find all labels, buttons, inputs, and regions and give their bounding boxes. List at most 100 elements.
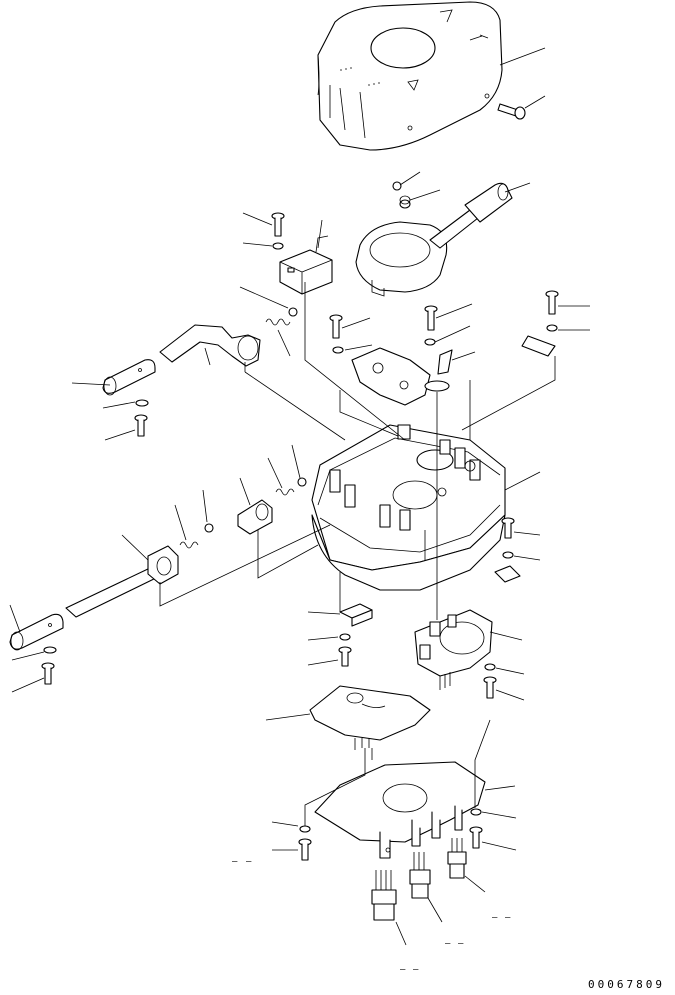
connector-3 xyxy=(447,838,467,879)
leader-line xyxy=(71,382,111,386)
lever-lower xyxy=(65,545,179,618)
spring-small-1 xyxy=(399,195,411,209)
plate-gasket xyxy=(351,347,431,406)
spring-4 xyxy=(179,541,199,549)
bolt-a xyxy=(271,212,285,237)
leader-line xyxy=(341,317,371,329)
leader-line xyxy=(271,821,299,827)
leader-line xyxy=(399,171,421,186)
dash-mark: – xyxy=(505,913,511,923)
washer-i xyxy=(339,633,351,641)
leader-line xyxy=(484,785,516,791)
leader-line xyxy=(239,477,251,506)
leader-line xyxy=(427,897,443,923)
bolt-b xyxy=(134,414,148,437)
dash-mark: – xyxy=(246,857,252,867)
leader-line xyxy=(504,182,531,193)
washer-l xyxy=(299,825,311,833)
leader-line xyxy=(481,841,517,851)
dash-mark: – xyxy=(445,939,451,949)
leader-line xyxy=(121,534,149,561)
leader-line xyxy=(409,189,441,201)
leader-line xyxy=(291,444,301,479)
leader-line xyxy=(239,286,289,309)
leader-line xyxy=(307,636,339,641)
leader-line xyxy=(344,344,373,351)
leader-line xyxy=(464,875,486,893)
bolt-l xyxy=(298,838,312,861)
washer-h xyxy=(43,646,57,654)
leader-line xyxy=(434,325,471,343)
dash-mark: – xyxy=(413,965,419,975)
leader-line xyxy=(104,429,136,441)
leader-line xyxy=(489,631,523,641)
leader-line xyxy=(202,489,208,523)
connector-2 xyxy=(409,852,431,899)
bolt-k xyxy=(469,826,483,849)
block-i xyxy=(339,603,373,627)
insulator xyxy=(309,685,431,750)
bolt-i xyxy=(338,646,352,667)
bracket-switch xyxy=(279,235,333,295)
leader-line xyxy=(524,95,546,109)
leader-line xyxy=(317,219,323,249)
dash-mark: – xyxy=(458,939,464,949)
ball-small-1 xyxy=(392,181,402,191)
leader-line xyxy=(481,811,517,819)
ball-3 xyxy=(297,477,307,487)
leader-line xyxy=(174,504,187,541)
grip-upper xyxy=(102,359,156,396)
leader-line xyxy=(11,677,45,693)
bolt-f xyxy=(545,290,559,315)
leader-line xyxy=(265,713,311,721)
base-plate xyxy=(314,761,486,859)
washer-f xyxy=(546,324,558,332)
leader-line xyxy=(513,531,541,536)
bolt-g xyxy=(501,517,515,539)
leader-line xyxy=(307,659,339,666)
leader-line xyxy=(204,347,211,366)
leader-line xyxy=(307,611,341,615)
leader-line xyxy=(504,471,541,491)
leader-line xyxy=(395,921,407,946)
lever-switch xyxy=(355,182,513,297)
assembly-guide-lines xyxy=(159,282,556,826)
cover-top xyxy=(317,1,503,151)
leader-line xyxy=(513,555,541,561)
bolt-c xyxy=(329,314,343,339)
ball-2 xyxy=(288,307,298,317)
washer-g xyxy=(502,551,514,559)
leader-line xyxy=(9,604,21,633)
bolt-h xyxy=(41,662,55,685)
dash-mark: – xyxy=(400,965,406,975)
leader-line xyxy=(499,47,546,66)
washer-c xyxy=(332,346,344,354)
leader-line xyxy=(11,651,45,661)
leader-line xyxy=(267,457,283,489)
shifter xyxy=(237,499,273,540)
spring-2 xyxy=(265,318,291,326)
plate-f xyxy=(521,335,556,357)
bolt-j xyxy=(483,676,497,699)
ball-4 xyxy=(204,523,214,533)
nut-g xyxy=(494,565,521,583)
lever-upper xyxy=(159,324,261,372)
drawing-number: 00067809 xyxy=(588,978,665,991)
leader-line xyxy=(277,329,291,357)
spring-3 xyxy=(275,488,295,496)
dash-mark: – xyxy=(232,857,238,867)
leader-line xyxy=(495,689,525,701)
leader-line xyxy=(451,351,476,361)
housing xyxy=(311,424,506,591)
leader-line xyxy=(102,401,136,409)
grip-lower xyxy=(9,613,64,651)
washer-b xyxy=(135,399,149,407)
washer-a xyxy=(272,242,284,250)
leader-line xyxy=(242,242,273,247)
washer-k xyxy=(470,808,482,816)
bolt-d xyxy=(424,305,438,331)
leader-line xyxy=(242,212,273,226)
washer-j xyxy=(484,663,496,671)
